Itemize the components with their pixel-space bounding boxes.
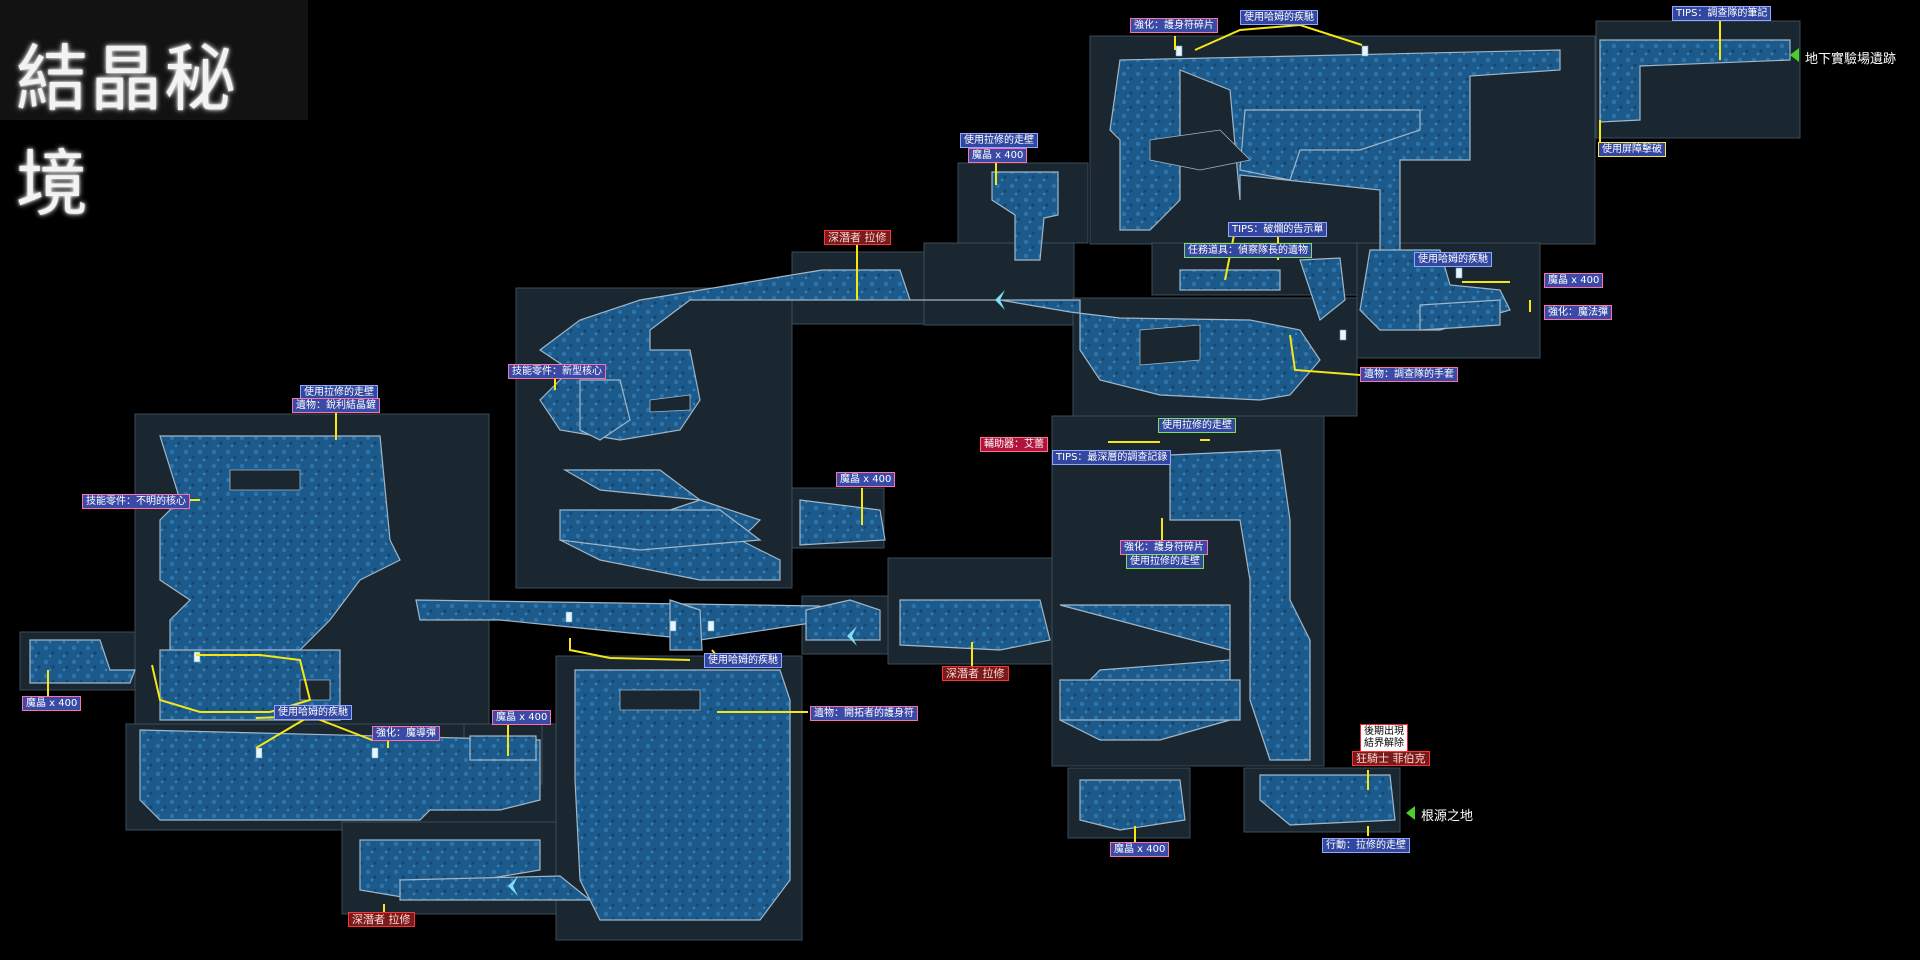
exit-arrow-icon xyxy=(1406,806,1415,820)
label-upgrade-wall-shard: 強化：護身符碎片 xyxy=(1130,18,1218,33)
label-lost-item: 任務道具：偵察隊長的遺物 xyxy=(1184,243,1312,258)
voids xyxy=(229,129,1251,711)
label-upgrade-magic-bomb: 強化：魔導彈 xyxy=(372,726,440,741)
label-helper-aida: 輔助器：艾蕾 xyxy=(980,437,1048,452)
label-boss-lars-center: 深潛者 拉修 xyxy=(942,666,1009,681)
map-title: 結晶秘境 xyxy=(16,37,239,226)
exit-arrow-icon xyxy=(1790,48,1799,62)
label-boss-king: 狂騎士 菲伯克 xyxy=(1352,751,1430,766)
label-hamlet-center: 使用哈姆的疾馳 xyxy=(704,653,782,668)
exit-bottom-right[interactable]: 根源之地 xyxy=(1418,804,1477,825)
label-crystal-400-bottom: 魔晶 x 400 xyxy=(1110,842,1170,857)
label-lance-wall-right: 使用拉修的走壁 xyxy=(1158,418,1236,433)
label-crystal-400-far-left: 魔晶 x 400 xyxy=(22,696,82,711)
label-crystal-400-lower: 魔晶 x 400 xyxy=(492,710,552,725)
label-relic-crystal-staff: 遺物：銳利結晶鏟 xyxy=(292,398,380,413)
label-boss-lars-bottom: 深潛者 拉修 xyxy=(348,912,415,927)
label-lance-wall-top: 使用拉修的走壁 xyxy=(960,133,1038,148)
exit-top-right[interactable]: 地下實驗場遺跡 xyxy=(1802,47,1900,68)
label-relic-pioneer-amulet: 遺物：開拓者的護身符 xyxy=(810,706,918,721)
label-tips-notes: TIPS：調查隊的筆記 xyxy=(1672,6,1772,21)
label-crystal-400-center: 魔晶 x 400 xyxy=(836,472,896,487)
label-boss-lars-top: 深潛者 拉修 xyxy=(824,230,891,245)
title-panel: 結晶秘境 xyxy=(0,0,308,226)
warp-cross-icon xyxy=(508,290,1005,896)
corridors xyxy=(29,39,1791,921)
label-skill-unknown-core: 技能零件：不明的核心 xyxy=(82,494,190,509)
label-crystal-400-right: 魔晶 x 400 xyxy=(1544,273,1604,288)
label-tips-deep-record: TIPS：最深層的調查記錄 xyxy=(1052,450,1172,465)
label-tips-warning: TIPS：破爛的告示單 xyxy=(1228,222,1328,237)
label-skill-new-core: 技能零件：新型核心 xyxy=(508,364,606,379)
label-relic-gloves: 遺物：調查隊的手套 xyxy=(1360,367,1458,382)
label-action-lance-wall: 行動：拉修的走壁 xyxy=(1322,838,1410,853)
label-crystal-400-top: 魔晶 x 400 xyxy=(968,148,1028,163)
label-hamlet-top: 使用哈姆的疾馳 xyxy=(1240,10,1318,25)
label-lance-wall-right2: 使用拉修的走壁 xyxy=(1126,554,1204,569)
label-hamlet-left: 使用哈姆的疾馳 xyxy=(274,705,352,720)
label-hamlet-mid: 使用哈姆的疾馳 xyxy=(1414,252,1492,267)
label-upgrade-amulet-shard2: 強化：護身符碎片 xyxy=(1120,540,1208,555)
save-crystal-icon xyxy=(193,45,1463,759)
label-upgrade-magic-bullet: 強化：魔法彈 xyxy=(1544,305,1612,320)
label-use-barrier: 使用屏障擊破 xyxy=(1598,142,1666,157)
label-note-later: 後期出現 結界解除 xyxy=(1360,724,1408,752)
